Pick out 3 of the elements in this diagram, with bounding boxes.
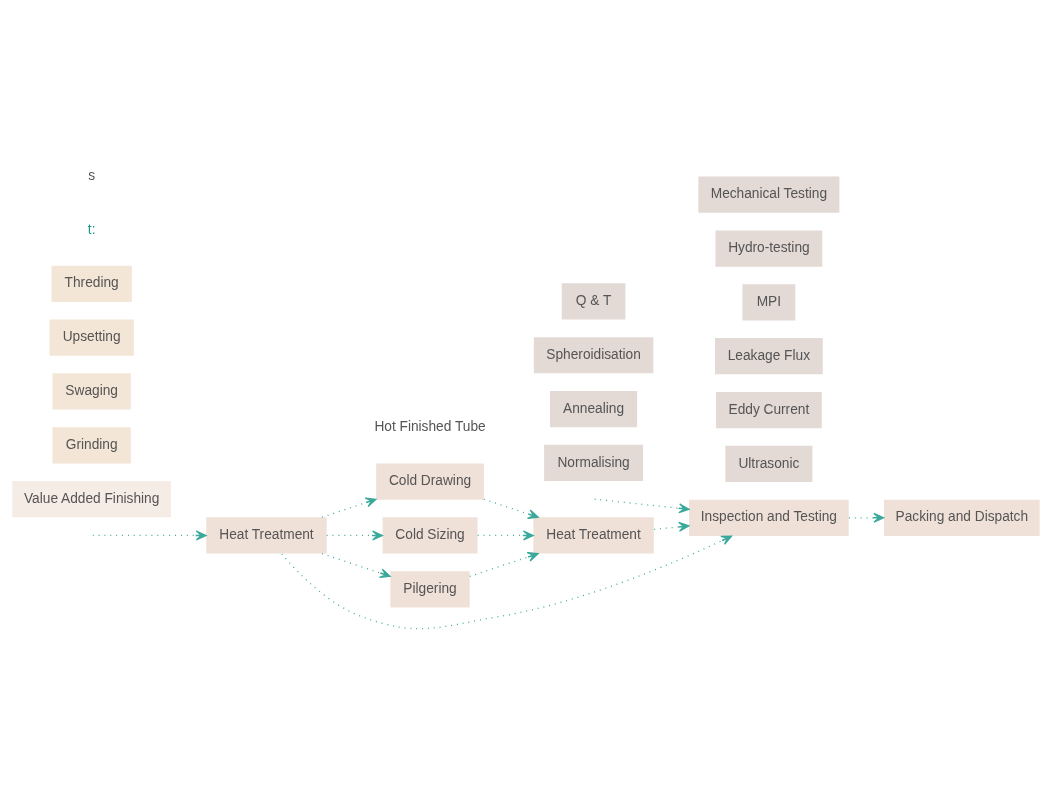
label: Hot Finished Tube xyxy=(374,419,486,435)
label: s xyxy=(88,167,96,183)
label: t: xyxy=(87,221,96,237)
